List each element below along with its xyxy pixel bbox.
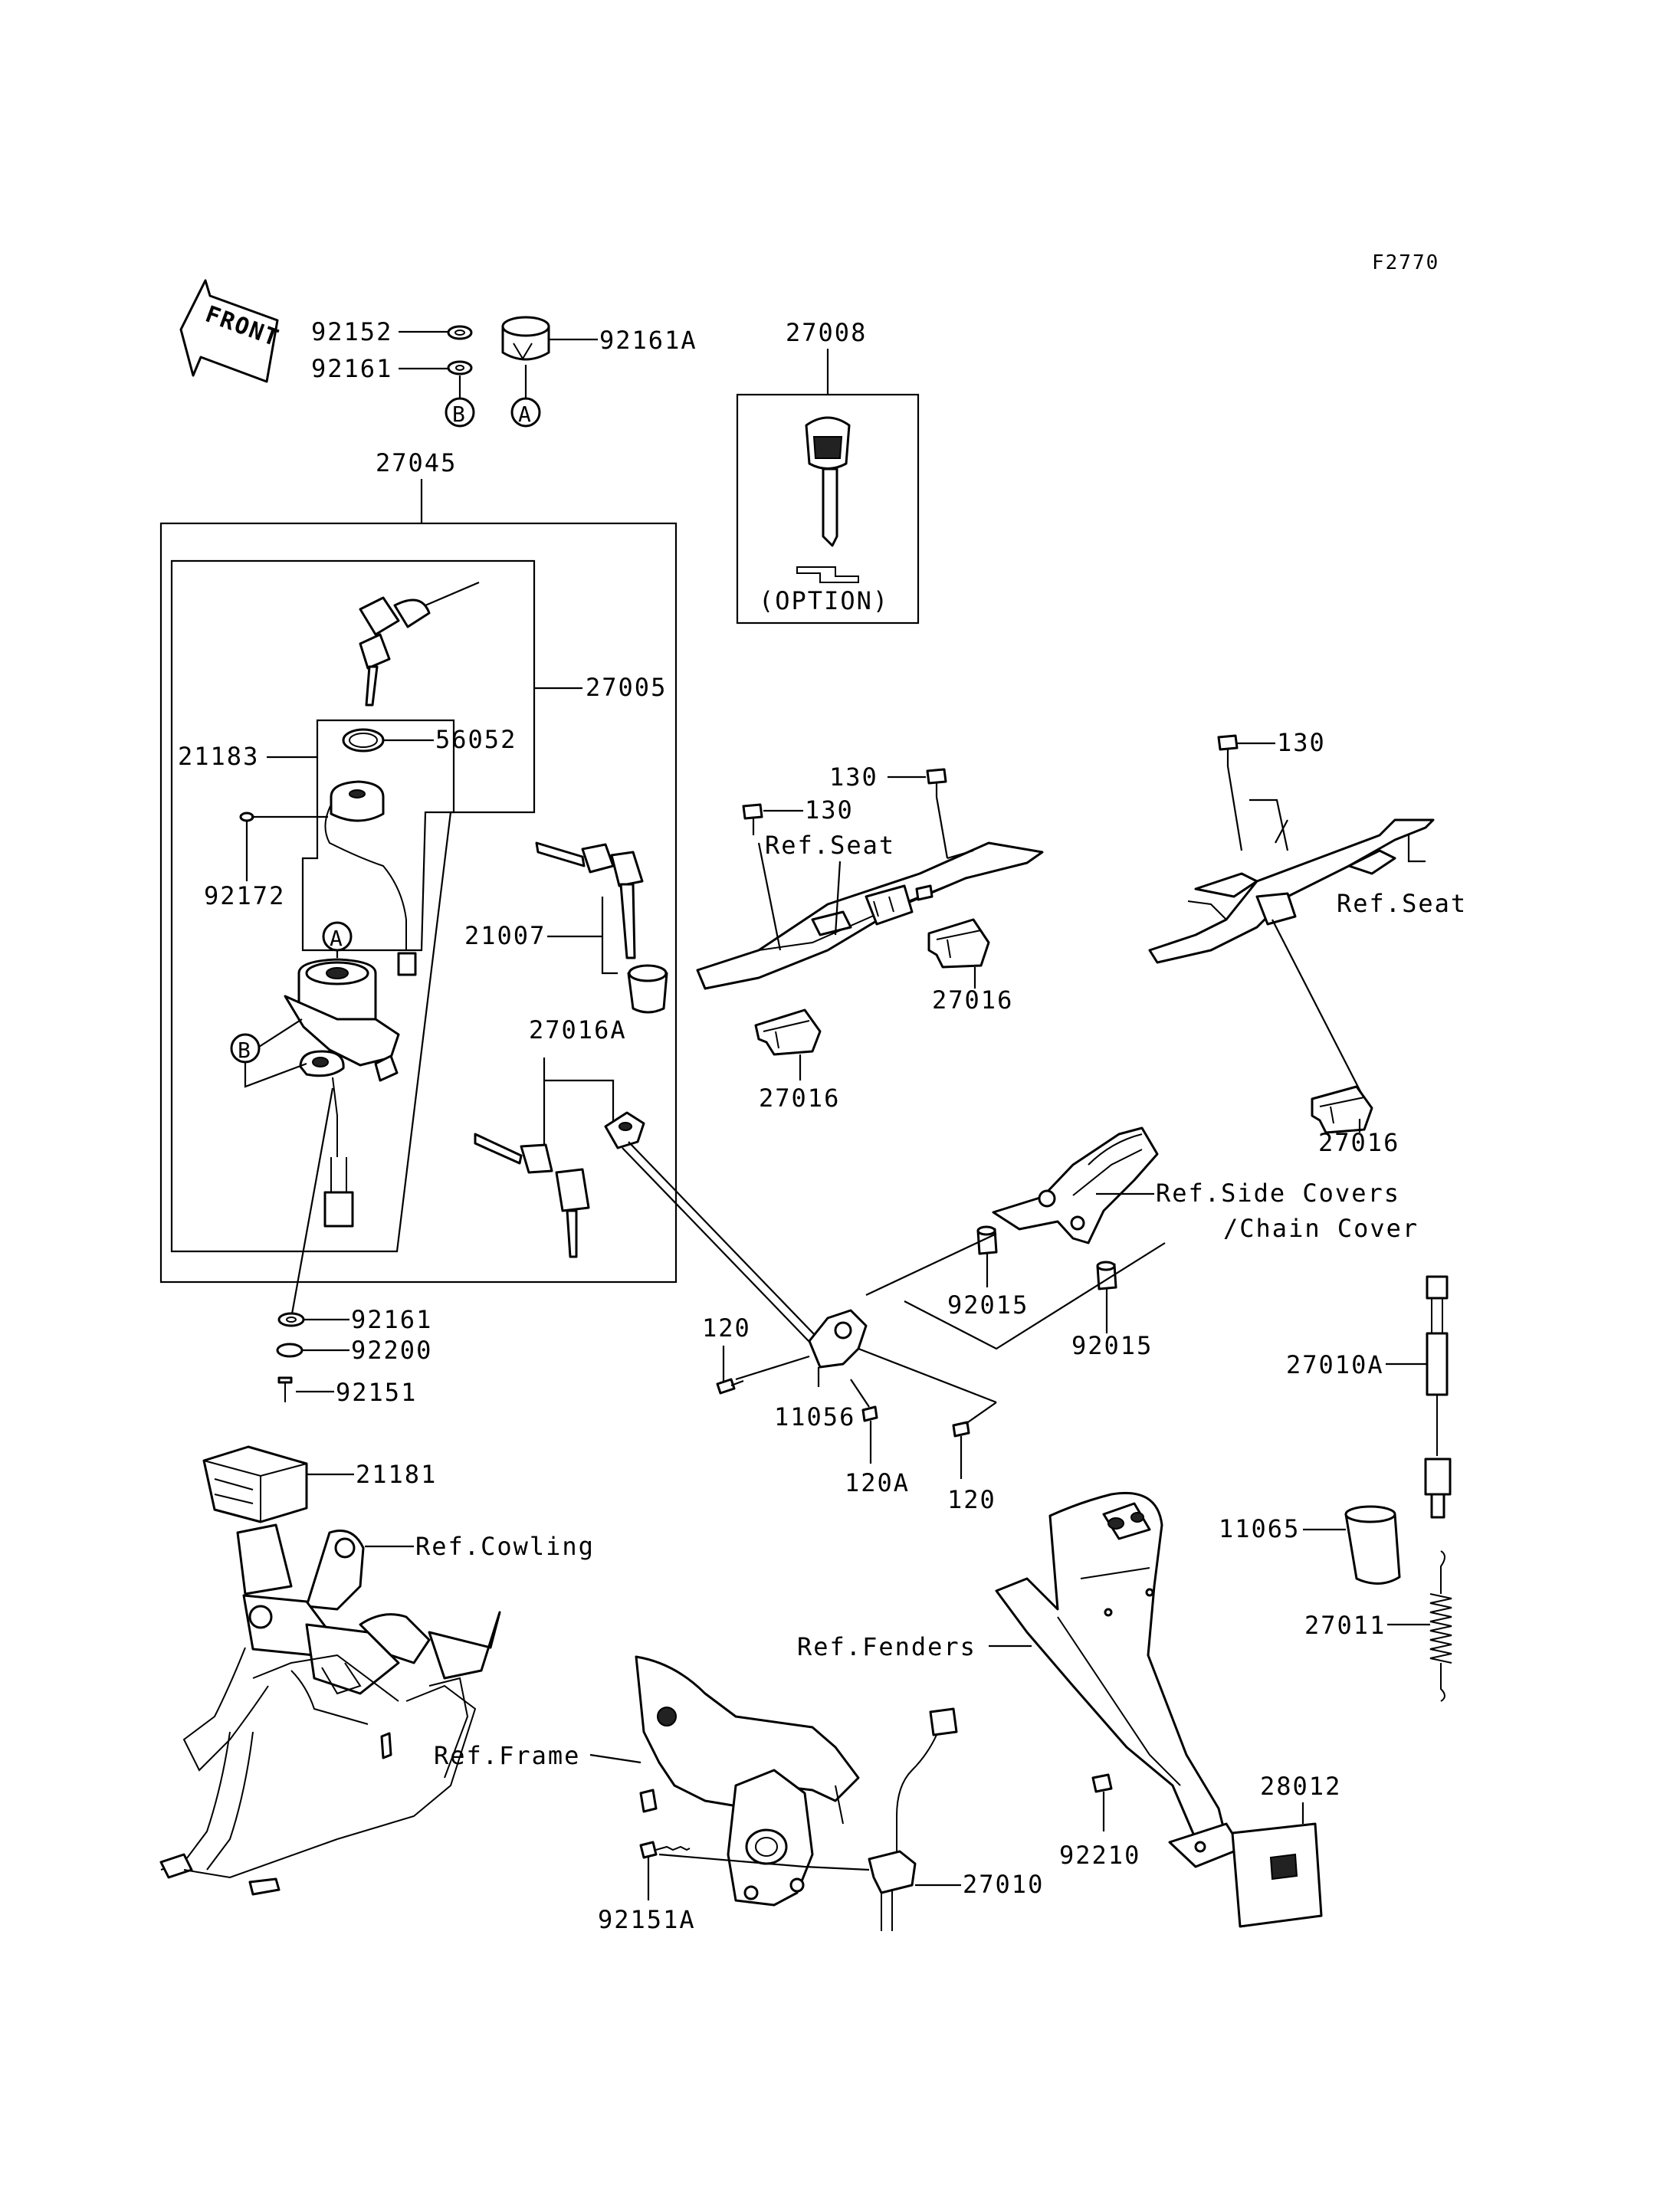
bracket-11056-icon (808, 1309, 868, 1369)
washer-92161-icon (447, 360, 473, 375)
part-92172: 92172 (204, 881, 285, 910)
part-120A: 120A (845, 1468, 910, 1497)
part-27016-a: 27016 (932, 985, 1013, 1015)
seat-bracket-right-icon (1148, 818, 1435, 964)
bolt-130-a-icon (742, 803, 763, 835)
bolt-120-a-icon (716, 1378, 744, 1395)
callout-a-ignition: A (322, 921, 353, 952)
part-27008: 27008 (786, 318, 867, 347)
ref-seat-right: Ref.Seat (1337, 889, 1467, 918)
part-27045: 27045 (376, 448, 457, 477)
switch-27010-icon (868, 1707, 958, 1931)
callout-a-top: A (510, 397, 541, 428)
nut-92210-icon (1091, 1773, 1113, 1793)
bolt-120-b-icon (952, 1402, 997, 1438)
part-27016-b: 27016 (759, 1084, 840, 1113)
keys-27005-icon (359, 581, 480, 707)
side-cover-bracket-icon (992, 1126, 1159, 1244)
part-92151A: 92151A (598, 1905, 696, 1934)
diagram-code: F2770 (1372, 251, 1439, 274)
seat-bracket-left-icon (696, 841, 1044, 990)
callout-b-top: B (445, 397, 475, 428)
cowling-bracket-icon (159, 1523, 501, 1896)
part-21181: 21181 (356, 1460, 437, 1489)
part-27005: 27005 (586, 673, 667, 702)
ref-chain-cover: /Chain Cover (1223, 1214, 1419, 1243)
screw-92172-icon (239, 812, 328, 822)
washer-92152-icon (447, 325, 473, 340)
ref-fenders: Ref.Fenders (797, 1632, 976, 1661)
part-27016A: 27016A (529, 1015, 627, 1044)
part-28012: 28012 (1260, 1772, 1341, 1801)
part-27016-c: 27016 (1318, 1128, 1399, 1157)
svg-text:B: B (238, 1038, 252, 1063)
part-27011: 27011 (1304, 1611, 1386, 1640)
screw-92151A-icon (639, 1841, 691, 1859)
cap-92161A-icon (501, 316, 550, 361)
keys-27016A-icon (474, 1133, 590, 1258)
part-92161-mid: 92161 (351, 1305, 432, 1334)
part-92152: 92152 (311, 317, 392, 346)
svg-text:A: A (518, 402, 533, 427)
washer-92161-mid-icon (277, 1312, 305, 1327)
ref-frame: Ref.Frame (434, 1741, 580, 1770)
frame-icon (635, 1655, 860, 1907)
boot-11065-icon (1344, 1505, 1401, 1585)
front-arrow-icon: FRONT (179, 279, 283, 383)
svg-text:B: B (452, 402, 467, 427)
switch-21183-icon (324, 780, 417, 976)
part-120-b: 120 (947, 1485, 996, 1514)
part-21007: 21007 (464, 921, 546, 950)
spring-27011-icon (1429, 1550, 1452, 1702)
part-130-a: 130 (805, 795, 854, 825)
bolt-130-b-icon (926, 768, 947, 797)
part-92161A: 92161A (599, 326, 697, 355)
part-92151: 92151 (336, 1378, 417, 1407)
ref-seat-left: Ref.Seat (765, 831, 895, 860)
keys-21007-icon (535, 841, 668, 1014)
part-56052: 56052 (435, 725, 517, 754)
bolt-130-c-icon (1217, 734, 1239, 766)
clip-27016-c-icon (1311, 1085, 1373, 1134)
key-27008-icon (796, 416, 859, 583)
callout-b-ignition: B (230, 1033, 261, 1064)
clip-27016-b-icon (754, 1008, 822, 1056)
part-92200: 92200 (351, 1336, 432, 1365)
assembly-21183-outline (301, 719, 455, 952)
ignition-switch-icon (284, 958, 400, 1228)
assembly-27045-box (159, 522, 678, 1284)
part-92015-b: 92015 (1071, 1331, 1153, 1360)
part-92161-top: 92161 (311, 354, 392, 383)
rod-lock-27016A-icon (604, 1111, 836, 1363)
bolt-120A-icon (850, 1379, 878, 1422)
part-27010A: 27010A (1286, 1350, 1384, 1379)
option-key-box (736, 393, 920, 625)
switch-27010A-icon (1424, 1275, 1452, 1519)
svg-text:A: A (330, 926, 344, 951)
part-21183: 21183 (178, 742, 259, 771)
part-92210: 92210 (1059, 1841, 1140, 1870)
part-130-c: 130 (1277, 728, 1326, 757)
washer-92200-icon (276, 1343, 304, 1358)
clip-27016-a-icon (927, 918, 990, 969)
fender-icon (995, 1491, 1243, 1868)
ref-cowling: Ref.Cowling (415, 1532, 595, 1561)
part-11065: 11065 (1219, 1514, 1300, 1543)
option-label: (OPTION) (759, 586, 889, 615)
ref-side-covers: Ref.Side Covers (1156, 1179, 1400, 1208)
part-130-b: 130 (829, 762, 878, 792)
part-27010: 27010 (963, 1870, 1044, 1899)
screw-92151-icon (277, 1376, 293, 1402)
reflector-28012-icon (1231, 1822, 1323, 1928)
relay-21181-icon (202, 1445, 308, 1523)
part-92015-a: 92015 (947, 1290, 1029, 1320)
part-120-a: 120 (702, 1313, 751, 1343)
part-11056: 11056 (774, 1402, 855, 1431)
